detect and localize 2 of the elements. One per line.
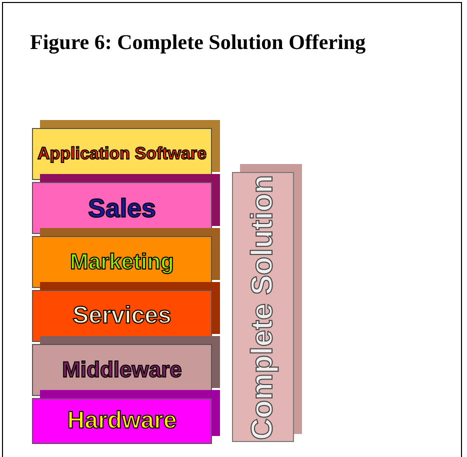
column-label: Complete Solution <box>246 174 280 440</box>
figure-title: Figure 6: Complete Solution Offering <box>30 30 367 55</box>
